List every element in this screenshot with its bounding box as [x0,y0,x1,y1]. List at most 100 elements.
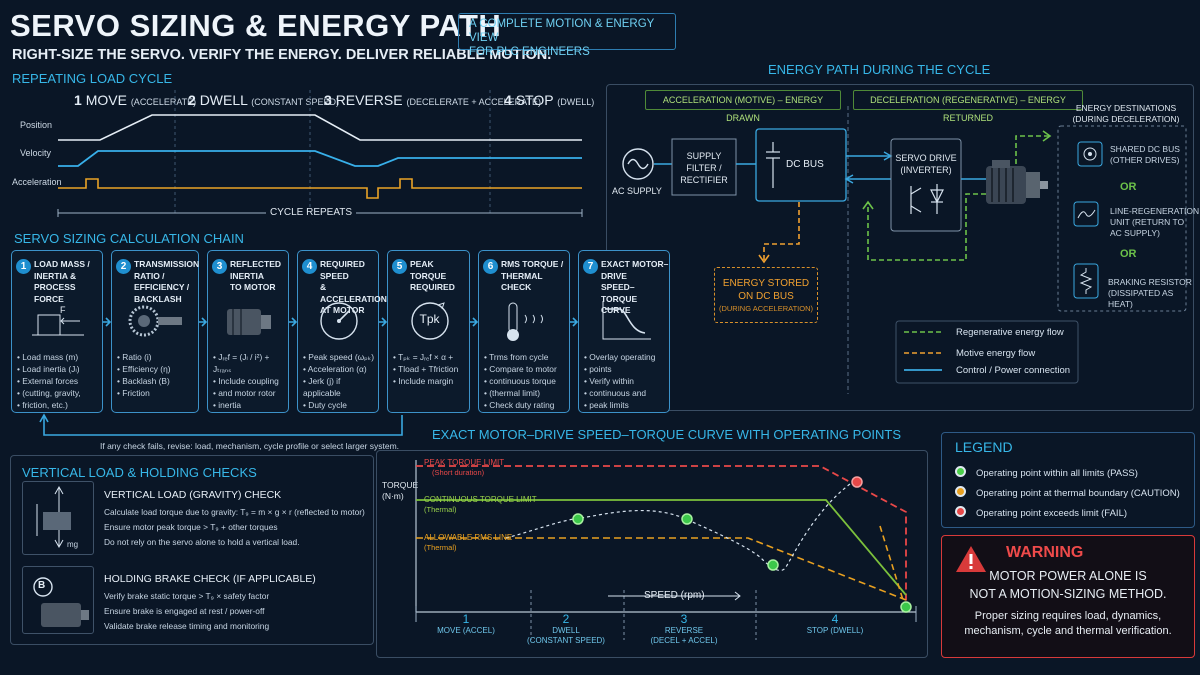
op-point-pass [767,559,779,571]
curve-phase-2-label-2: (CONSTANT SPEED) [527,636,605,645]
rms-line-text: ALLOWABLE RMS LINE [424,533,513,542]
step-bullet: Backlash (B) [117,375,171,387]
energy-stored-note: (DURING ACCELERATION) [718,304,814,313]
destinations-title: ENERGY DESTINATIONS (DURING DECELERATION… [1064,103,1188,125]
dest-resistor-2: (DISSIPATED AS HEAT) [1108,288,1174,309]
step-bullet: Verify within [584,375,655,387]
step-title-line: THERMAL CHECK [501,270,543,293]
gravity-bullet: Ensure motor peak torque > T₉ + other to… [104,522,278,532]
operating-points [572,476,912,613]
phase-4-num: 4 [504,92,512,108]
torque-axis-1: TORQUE [382,480,419,490]
step-title-line: RMS TORQUE / [501,259,564,269]
legend-item: Operating point within all limits (PASS) [955,463,1138,481]
step-bullet: Peak speed (ωₚₖ) [303,351,378,363]
step-title-line: REQUIRED SPEED [320,259,365,281]
speed-axis-label: SPEED (rpm) [644,590,705,601]
continuous-torque-note: (Thermal) [424,505,457,514]
step-bullets: Jᵣₑf = (Jₗ / i²) + JₜᵣₐₙₛInclude couplin… [213,351,288,411]
peak-torque-note: (Short duration) [432,468,485,477]
warning-icon [956,546,986,572]
flow-legend-box [895,320,1079,384]
step-6-icon [507,302,543,341]
inverter-icon [910,184,944,214]
step-number: 2 [116,259,131,274]
or-label-2: OR [1120,248,1137,260]
step-bullet: Jerk (j) if applicable [303,375,378,399]
supply-filter-line-1: SUPPLY [686,151,722,161]
legend-item-label: Operating point exceeds limit (FAIL) [976,508,1128,519]
step-bullets: Tₚₖ = Jᵣₑf × α +Tload + TfrictionInclude… [393,351,458,387]
phase-4-name: STOP [515,92,554,108]
step-bullet: Efficiency (η) [117,363,170,375]
step-bullets: Overlay operatingpointsVerify withincont… [584,351,655,411]
row-label-velocity: Velocity [20,148,52,158]
phase-1-note: (ACCELERATE) [130,97,197,107]
step-bullets: Load mass (m)Load inertia (Jₗ)External f… [17,351,81,411]
or-label-1: OR [1120,181,1137,193]
continuous-torque-label: CONTINUOUS TORQUE LIMIT(Thermal) [424,495,537,515]
energy-stored-box: ENERGY STORED ON DC BUS (DURING ACCELERA… [714,267,818,323]
legend-item-label: Operating point within all limits (PASS) [976,468,1138,479]
servo-motor-icon [986,160,1048,204]
warning-line-2: NOT A MOTION-SIZING METHOD. [969,587,1167,601]
step-title-line: CURVE [601,305,631,315]
op-point-fail [851,476,863,488]
step-bullet: continuous torque [484,375,557,387]
peak-torque-label: PEAK TORQUE LIMIT(Short duration) [424,458,504,478]
step-number: 3 [212,259,227,274]
phase-1: 1 MOVE (ACCELERATE) [74,92,196,108]
servo-drive-line-1: SERVO DRIVE [895,153,957,163]
page-title: SERVO SIZING & ENERGY PATH [10,8,502,43]
destinations-box [1057,125,1187,312]
warning-panel [941,535,1195,658]
energy-stored-line-2: ON DC BUS [738,291,794,302]
dest-shared-bus-2: (OTHER DRIVES) [1110,155,1180,165]
step-bullet: Check duty rating [484,399,557,411]
step-bullet: Acceleration (α) [303,363,378,375]
dest-resistor-1: BRAKING RESISTOR [1108,277,1192,287]
dc-bus-label: DC BUS [786,159,824,170]
brake-bullets: Verify brake static torque > T₉ × safety… [104,589,269,634]
dc-bus-box [755,128,847,202]
phase-3-name: REVERSE [335,92,403,108]
step-bullet: friction, etc.) [17,399,81,411]
brake-bullet: Ensure brake is engaged at rest / power-… [104,606,265,616]
servo-drive-line-2: (INVERTER) [900,165,952,175]
step-title-line: RATIO / EFFICIENCY / [134,270,190,293]
step-title-line: EXACT MOTOR–DRIVE [601,259,669,281]
energy-path-heading: ENERGY PATH DURING THE CYCLE [768,62,991,77]
continuous-torque-line [416,499,907,596]
phase-2: 2 DWELL (CONSTANT SPEED) [188,92,339,108]
step-bullets: Trms from cycleCompare to motorcontinuou… [484,351,557,411]
row-label-position: Position [20,120,53,130]
curve-phase-3-num: 3 [680,612,688,626]
rms-line-label: ALLOWABLE RMS LINE(Thermal) [424,533,512,553]
chain-heading: SERVO SIZING CALCULATION CHAIN [14,231,244,246]
gravity-bullets: Calculate load torque due to gravity: T₉… [104,505,365,550]
position-trace [58,114,582,141]
curve-phase-2-num: 2 [562,612,570,626]
dest-regen-2: UNIT (RETURN TO [1110,217,1185,227]
step-title-line: INERTIA & [34,270,77,281]
brake-icon-letter: B [38,580,46,591]
phase-4: 4 STOP (DWELL) [504,92,594,108]
decel-phase-label: DECELERATION (REGENERATIVE) – ENERGY RET… [853,90,1083,123]
load-cycle-plot [57,90,583,217]
regen-unit-icon [1073,201,1099,227]
vertical-heading: VERTICAL LOAD & HOLDING CHECKS [22,465,257,480]
warning-title: WARNING [1006,544,1084,561]
dest-shared-bus-1: SHARED DC BUS [1110,144,1180,154]
step-bullet: Trms from cycle [484,351,557,363]
step-bullets: Ratio (i)Efficiency (η)Backlash (B)Frict… [117,351,171,399]
supply-filter-line-3: RECTIFIER [680,175,728,185]
step-bullet: inertia [213,399,288,411]
